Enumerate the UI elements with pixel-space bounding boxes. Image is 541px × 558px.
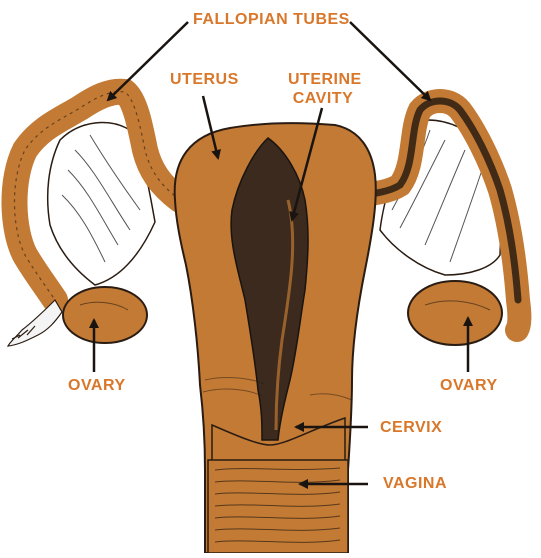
right-ovary — [408, 281, 502, 345]
left-fimbriae — [8, 300, 62, 346]
label-ovary-left: OVARY — [68, 376, 126, 395]
label-fallopian-tubes: FALLOPIAN TUBES — [193, 10, 350, 29]
vagina — [208, 460, 348, 553]
label-uterine-cavity: UTERINE CAVITY — [288, 70, 358, 108]
label-vagina: VAGINA — [383, 474, 447, 493]
label-uterus: UTERUS — [170, 70, 239, 89]
arrow-fallopian-right — [350, 22, 430, 100]
left-ovary — [63, 287, 147, 343]
label-ovary-right: OVARY — [440, 376, 498, 395]
label-cervix: CERVIX — [380, 418, 442, 437]
label-uterine-cavity-line2: CAVITY — [288, 89, 358, 108]
label-uterine-cavity-line1: UTERINE — [288, 70, 358, 89]
